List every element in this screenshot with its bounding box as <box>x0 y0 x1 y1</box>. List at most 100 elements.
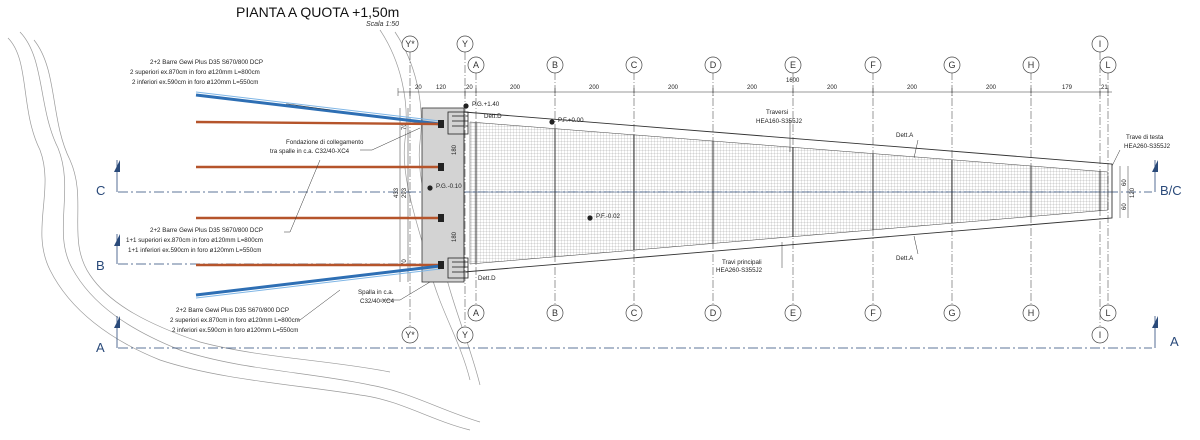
axis-label-ystar-bottom: Y* <box>405 330 415 340</box>
elevation-markers <box>427 103 593 221</box>
note-bars-bottom-2: 2 superiori ex.870cm in foro ø120mm L=80… <box>170 317 300 324</box>
dim-right-120: 120 <box>1130 187 1136 198</box>
note-dett-d-top: Dett.D <box>484 113 502 120</box>
abutment <box>421 107 465 283</box>
section-label-b: B <box>96 258 105 273</box>
axis-label-y-bottom: Y <box>462 330 468 340</box>
dim-right-60a: 60 <box>1122 179 1128 186</box>
terrain-contours <box>7 29 481 431</box>
note-bars-bottom-3: 2 inferiori ex.590cm in foro ø120mm L=55… <box>172 327 298 334</box>
dim-abutment-180a: 180 <box>452 144 458 155</box>
dim-top-0: 20 <box>415 85 422 91</box>
axis-label-i-bottom: I <box>1099 330 1102 340</box>
annotation-trave-testa: Trave di testa HEA260-S355J2 <box>1124 134 1171 150</box>
drawing-scale: Scala 1:50 <box>366 21 399 28</box>
right-end-dimensions <box>1119 166 1129 218</box>
annotation-bars-mid: 2+2 Barre Gewi Plus D35 S670/800 DCP 1+1… <box>126 227 263 254</box>
dim-top-3: 200 <box>510 85 521 91</box>
dim-top-8: 200 <box>907 85 918 91</box>
note-traversi-2: HEA160-S355J2 <box>756 118 803 125</box>
dim-top-7: 200 <box>827 85 838 91</box>
elevation-pf-top: P.F.+0.00 <box>558 117 584 124</box>
note-spalla-1: Spalla in c.a. <box>358 289 394 296</box>
dim-top-5: 200 <box>668 85 679 91</box>
annotation-bars-top: 2+2 Barre Gewi Plus D35 S670/800 DCP 2 s… <box>130 59 263 86</box>
section-label-bc-right: B/C <box>1160 183 1182 198</box>
dim-abutment-70a: 70 <box>402 123 408 130</box>
axis-label-b-top: B <box>552 60 558 70</box>
dim-total: 1600 <box>786 78 800 84</box>
axis-label-a-top: A <box>473 60 479 70</box>
deck-grating <box>469 121 1109 265</box>
axis-label-i-top: I <box>1099 39 1102 49</box>
note-bars-mid-1: 2+2 Barre Gewi Plus D35 S670/800 DCP <box>150 227 263 234</box>
axis-label-e-bottom: E <box>790 308 796 318</box>
dim-top-4: 200 <box>589 85 600 91</box>
dim-top-6: 200 <box>747 85 758 91</box>
note-trave-testa-1: Trave di testa <box>1126 134 1164 141</box>
axis-label-d-top: D <box>710 60 717 70</box>
axis-label-a-bottom: A <box>473 308 479 318</box>
dim-abutment-293: 293 <box>402 187 408 198</box>
note-bars-mid-2: 1+1 superiori ex.870cm in foro ø120mm L=… <box>126 237 263 244</box>
axis-bubbles-main <box>467 56 1117 322</box>
note-trave-testa-2: HEA260-S355J2 <box>1124 143 1171 150</box>
annotation-travi-principali: Travi principali HEA260-S355J2 <box>716 259 763 274</box>
axis-bubbles-left <box>401 35 1109 344</box>
annotation-bars-bottom: 2+2 Barre Gewi Plus D35 S670/800 DCP 2 s… <box>170 307 300 334</box>
note-dett-d-bottom: Dett.D <box>478 275 496 282</box>
note-foundation-1: Fondazione di collegamento <box>286 139 364 146</box>
dim-top-9: 200 <box>986 85 997 91</box>
note-travi-1: Travi principali <box>722 259 762 266</box>
note-bars-bottom-1: 2+2 Barre Gewi Plus D35 S670/800 DCP <box>176 307 289 314</box>
axis-labels-bottom-row: A B C D E F G H L <box>473 308 1111 318</box>
axis-label-l-bottom: L <box>1105 308 1110 318</box>
section-label-a: A <box>96 340 105 355</box>
annotation-spalla: Spalla in c.a. C32/40-XC4 <box>358 289 395 305</box>
top-dimension-line <box>397 88 1112 96</box>
section-arrows <box>114 160 1158 348</box>
section-label-c: C <box>96 183 105 198</box>
anchor-bars <box>195 91 441 299</box>
drawing-title: PIANTA A QUOTA +1,50m <box>236 4 399 20</box>
bridge-deck-outline <box>463 111 1113 273</box>
note-dett-a-top: Dett.A <box>896 132 914 139</box>
note-dett-a-bottom: Dett.A <box>896 255 914 262</box>
axis-label-y-top: Y <box>462 39 468 49</box>
note-bars-top-2: 2 superiori ex.870cm in foro ø120mm L=80… <box>130 69 260 76</box>
axis-label-l-top: L <box>1105 60 1110 70</box>
dim-top-2: 20 <box>466 85 473 91</box>
axis-label-ystar-top: Y* <box>405 39 415 49</box>
note-foundation-2: tra spalle in c.a. C32/40-XC4 <box>270 148 350 155</box>
anchor-heads <box>438 120 444 269</box>
axis-label-c-bottom: C <box>631 308 638 318</box>
axis-label-g-top: G <box>948 60 955 70</box>
axis-label-h-bottom: H <box>1028 308 1035 318</box>
dim-top-10: 179 <box>1062 85 1073 91</box>
axis-label-f-bottom: F <box>870 308 876 318</box>
top-dimension-values: 20 120 20 200 200 200 200 200 200 200 17… <box>415 78 1108 91</box>
note-bars-mid-3: 1+1 inferiori ex.590cm in foro ø120mm L=… <box>128 247 261 254</box>
section-label-a-right: A <box>1170 334 1179 349</box>
annotation-foundation: Fondazione di collegamento tra spalle in… <box>270 139 364 155</box>
elevation-pf-mid: P.F.-0.02 <box>596 213 621 220</box>
note-bars-top-1: 2+2 Barre Gewi Plus D35 S670/800 DCP <box>150 59 263 66</box>
note-traversi-1: Traversi <box>766 109 788 116</box>
axis-label-f-top: F <box>870 60 876 70</box>
axis-label-h-top: H <box>1028 60 1035 70</box>
dim-top-1: 120 <box>436 85 447 91</box>
anchor-plates <box>447 111 469 279</box>
dim-abutment-70b: 70 <box>402 259 408 266</box>
axis-label-b-bottom: B <box>552 308 558 318</box>
note-bars-top-3: 2 inferiori ex.590cm in foro ø120mm L=55… <box>132 79 258 86</box>
dim-abutment-180b: 180 <box>452 231 458 242</box>
dim-abutment-433: 433 <box>394 187 400 198</box>
dim-top-11: 21 <box>1101 85 1108 91</box>
elevation-pg-mid: P.G.-0.10 <box>436 183 462 190</box>
note-spalla-2: C32/40-XC4 <box>360 298 395 305</box>
axis-label-g-bottom: G <box>948 308 955 318</box>
dim-right-60b: 60 <box>1122 203 1128 210</box>
axis-label-d-bottom: D <box>710 308 717 318</box>
axis-labels-top-row: A B C D E F G H L <box>473 60 1111 70</box>
